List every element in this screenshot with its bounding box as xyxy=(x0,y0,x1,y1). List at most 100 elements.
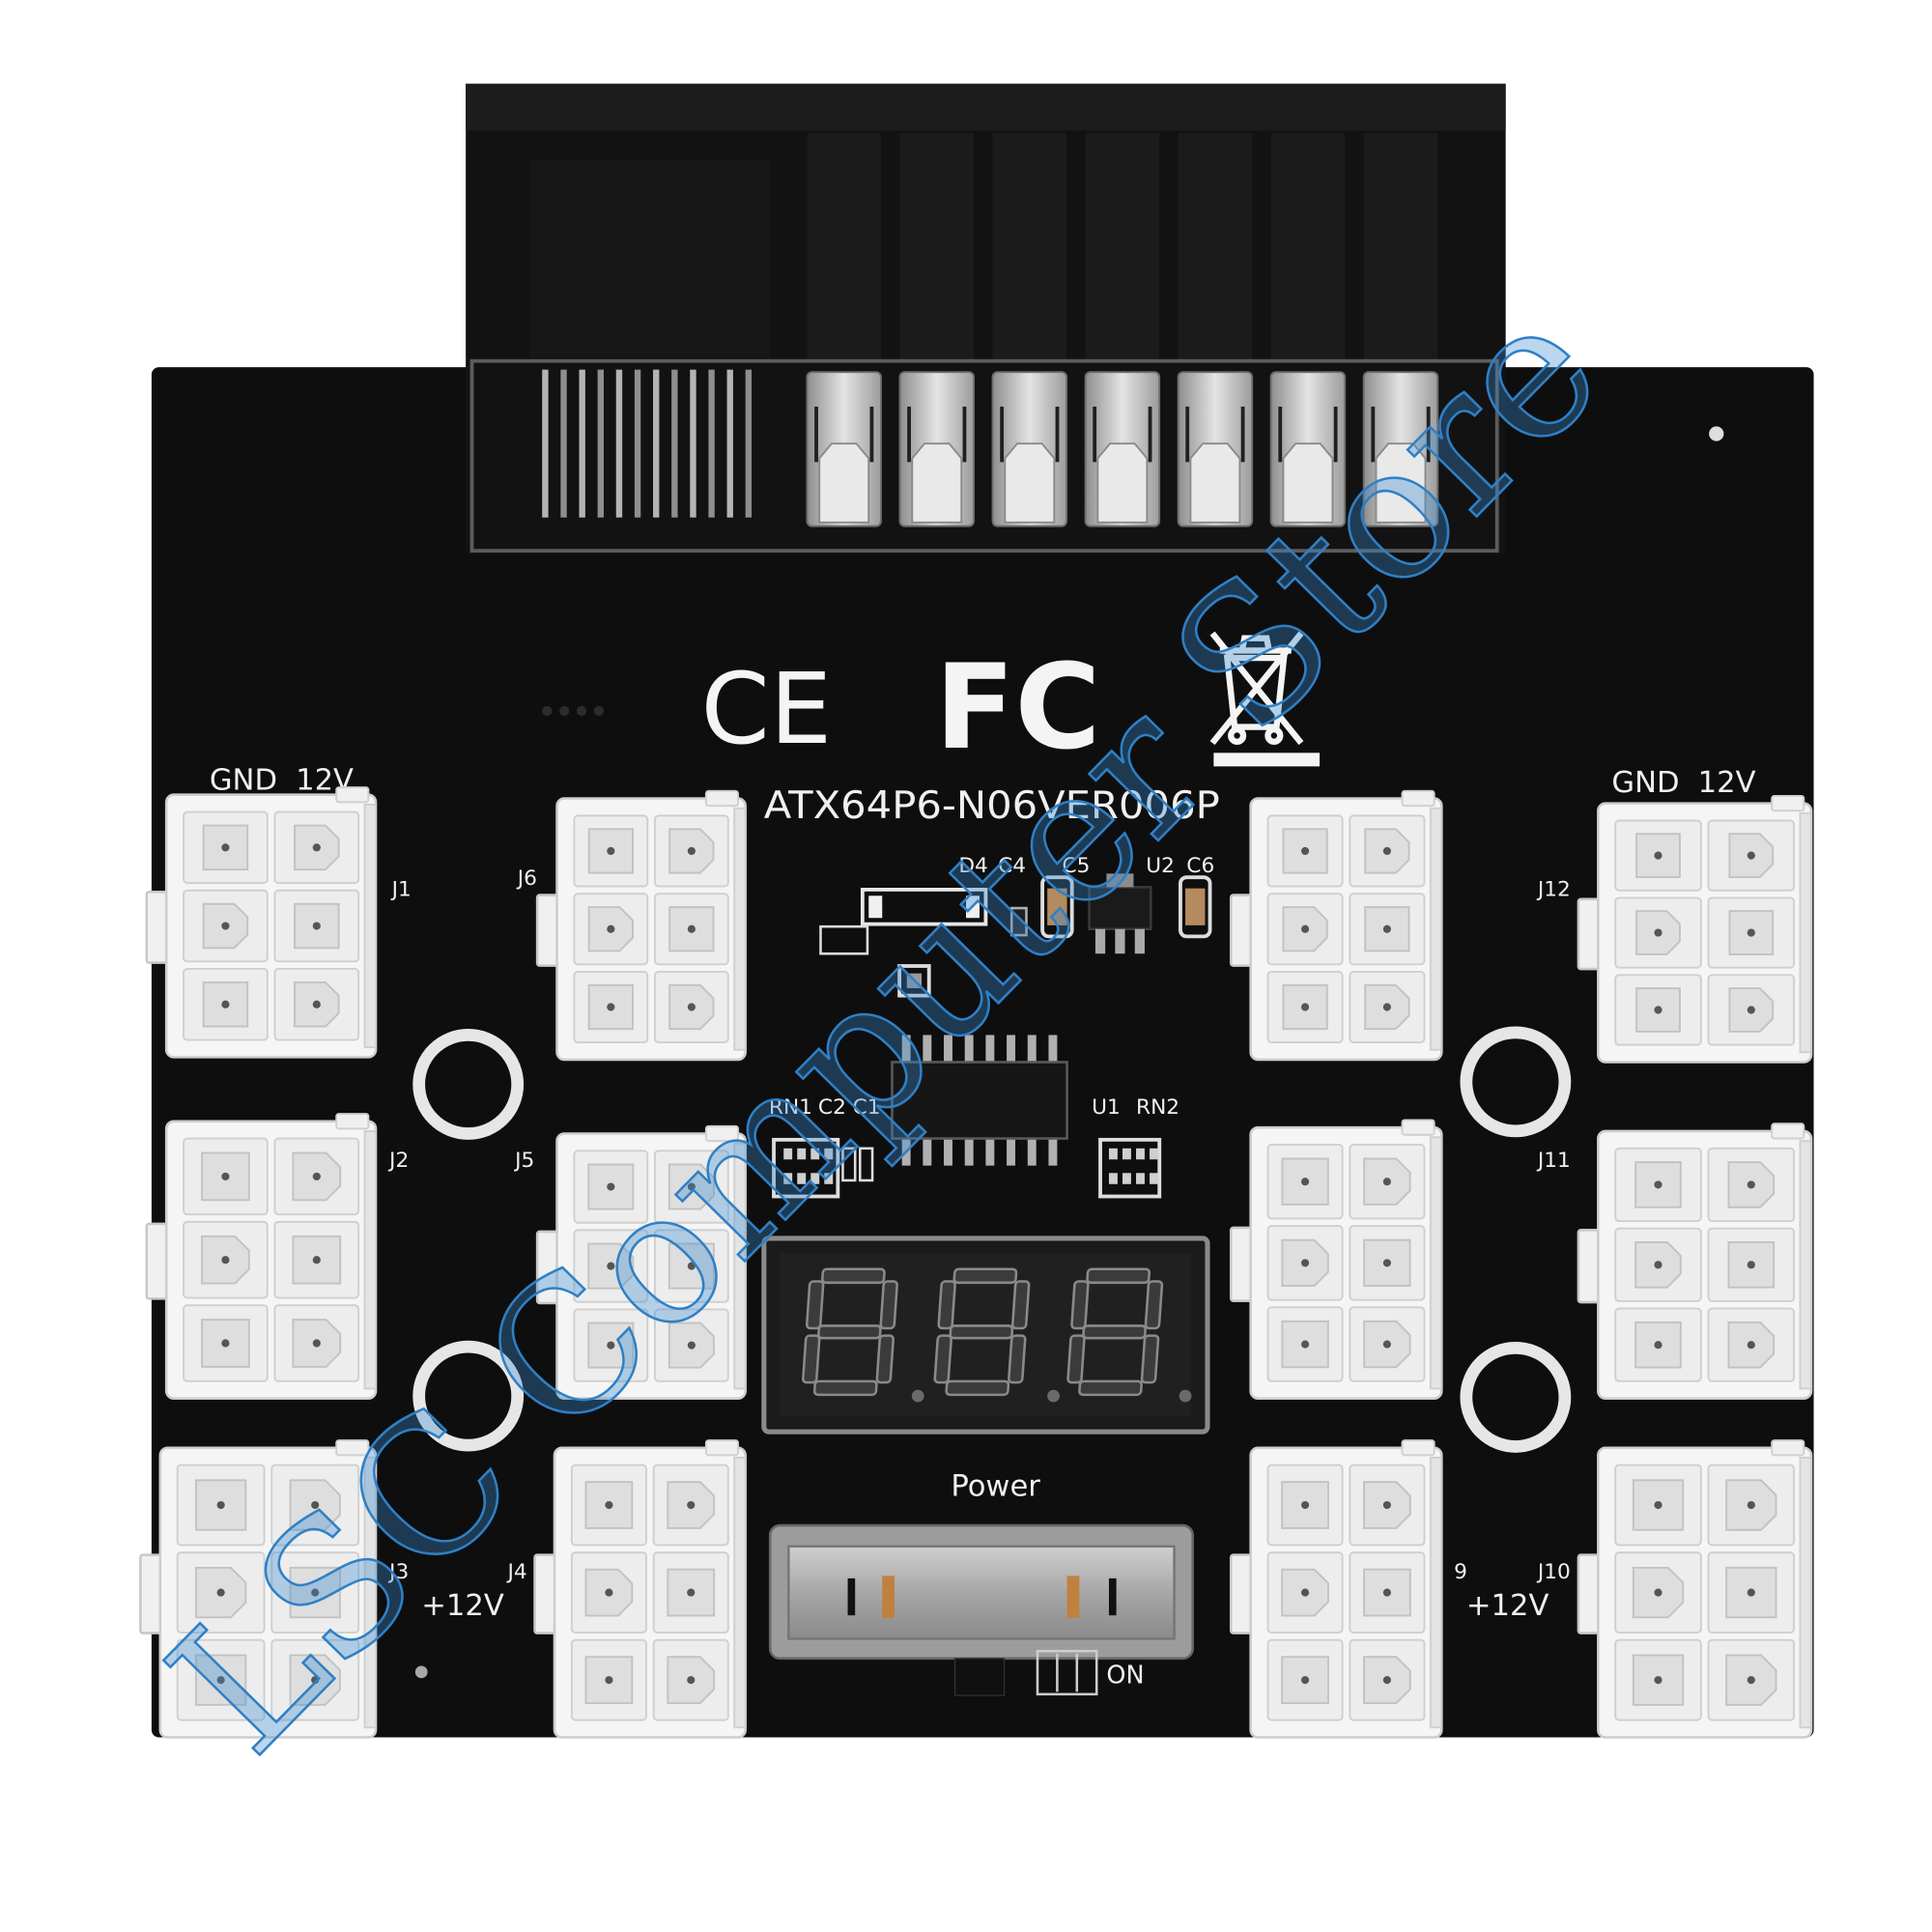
mounting-hole xyxy=(1460,1026,1572,1138)
pin-contact xyxy=(1654,1006,1662,1014)
pin-contact xyxy=(605,1500,613,1510)
power-pin-edge xyxy=(907,406,911,463)
pin-contact xyxy=(607,1341,615,1350)
pin-contact xyxy=(312,1172,321,1180)
power-pin-edge xyxy=(1333,406,1338,463)
connector-groove xyxy=(992,132,1067,360)
atx-edge-connector xyxy=(466,83,1506,554)
display-segment xyxy=(1008,1334,1027,1384)
power-pin-tab xyxy=(1004,442,1056,524)
on-label: ON xyxy=(1106,1661,1144,1690)
connector-label: J11 xyxy=(1536,1149,1571,1173)
pin-contact xyxy=(1654,928,1662,937)
pin-contact xyxy=(1301,1003,1310,1011)
pin-contact xyxy=(1382,846,1391,856)
resistor-pad xyxy=(1122,1173,1131,1184)
pin-contact xyxy=(311,1588,320,1597)
resistor-pad xyxy=(797,1173,807,1184)
display-segment xyxy=(1010,1280,1031,1330)
signal-pin xyxy=(542,369,549,518)
connector-groove xyxy=(807,132,881,360)
smd-component xyxy=(819,924,869,955)
rn2-pads xyxy=(1108,1148,1158,1184)
connector-rail xyxy=(363,1129,377,1390)
pcie-connector-j5 xyxy=(535,1124,747,1400)
connector-ear xyxy=(704,789,739,808)
pin-contact xyxy=(311,1500,320,1510)
connector-label: J4 xyxy=(506,1560,527,1584)
pin-contact xyxy=(687,1500,696,1510)
signal-pin xyxy=(615,369,623,518)
connector-rail xyxy=(1429,1136,1443,1390)
pin-contact xyxy=(607,1182,615,1191)
power-pin xyxy=(991,371,1068,527)
pin-contact xyxy=(1747,1341,1755,1350)
pin-contact xyxy=(216,1676,225,1685)
board-dots xyxy=(414,426,1724,1679)
ic-leg xyxy=(1027,1035,1037,1063)
pin-contact xyxy=(1747,1588,1755,1597)
pin-contact xyxy=(221,1339,230,1348)
resistor-pad xyxy=(797,1148,807,1160)
pin-contact xyxy=(1301,1259,1310,1267)
power-pin-tab xyxy=(1096,442,1149,524)
pin-contact xyxy=(1747,1261,1755,1269)
pin-contact xyxy=(1382,1676,1391,1685)
display-digits xyxy=(802,1267,1192,1403)
display-decimal-point xyxy=(1047,1389,1060,1403)
u1-ic-legs xyxy=(901,1035,1058,1166)
display-decimal-point xyxy=(1179,1389,1192,1403)
model-label: ATX64P6-N06VER006P xyxy=(764,783,1220,828)
power-pin-edge xyxy=(1093,406,1097,463)
rn1-label: RN1 xyxy=(769,1095,812,1120)
display-segment xyxy=(1140,1334,1160,1384)
connector-ear xyxy=(1401,1439,1435,1457)
resistor-pad xyxy=(1150,1173,1158,1184)
resistor-pad xyxy=(810,1148,820,1160)
resistor-pad xyxy=(783,1148,793,1160)
display-digit xyxy=(802,1267,898,1397)
display-segment xyxy=(875,1334,895,1384)
connector-top-band xyxy=(466,83,1506,131)
pin-contact xyxy=(687,1588,696,1597)
connector-rail xyxy=(733,807,747,1051)
signal-pin xyxy=(560,369,567,518)
pin-contact xyxy=(1654,1180,1662,1189)
pin-contact xyxy=(687,846,696,856)
rn2-resistor-array xyxy=(1098,1137,1162,1199)
c6-capacitor xyxy=(1179,875,1212,939)
pin-contact xyxy=(607,1262,615,1270)
pin-contact xyxy=(1747,851,1755,860)
display-digit xyxy=(933,1267,1031,1397)
v12-label-right: 12V xyxy=(1698,766,1756,800)
pin-contact xyxy=(221,1000,230,1009)
pin-contact xyxy=(1301,1500,1310,1510)
regulator-section xyxy=(819,873,1212,998)
plus12v-label-right: +12V xyxy=(1466,1589,1549,1623)
pin-contact xyxy=(312,1339,321,1348)
power-pin xyxy=(806,371,882,527)
pin-contact xyxy=(1382,1259,1391,1267)
d4-diode xyxy=(860,888,988,926)
pin-contact xyxy=(687,924,696,933)
pin-contact xyxy=(607,846,615,856)
u1-ic xyxy=(891,1061,1068,1140)
resistor-pad xyxy=(1150,1148,1158,1160)
power-pin-tab xyxy=(818,442,870,524)
pin-contact xyxy=(1747,1006,1755,1014)
mounting-holes xyxy=(412,1026,1572,1453)
pin-contact xyxy=(312,843,321,852)
signal-pin xyxy=(708,369,715,518)
display-segment xyxy=(937,1280,956,1330)
pin-contact xyxy=(1301,1178,1310,1186)
power-pin-edge xyxy=(869,406,874,463)
power-pin xyxy=(1177,371,1254,527)
pcie-connector-unlabeled xyxy=(1229,1119,1443,1400)
pin-contact xyxy=(312,1000,321,1009)
power-pin-tab xyxy=(1282,442,1334,524)
connector-ear xyxy=(1771,1122,1805,1140)
power-pin-edge xyxy=(1426,406,1431,463)
connector-grooves xyxy=(807,132,1438,360)
rn1-pads xyxy=(783,1148,834,1184)
